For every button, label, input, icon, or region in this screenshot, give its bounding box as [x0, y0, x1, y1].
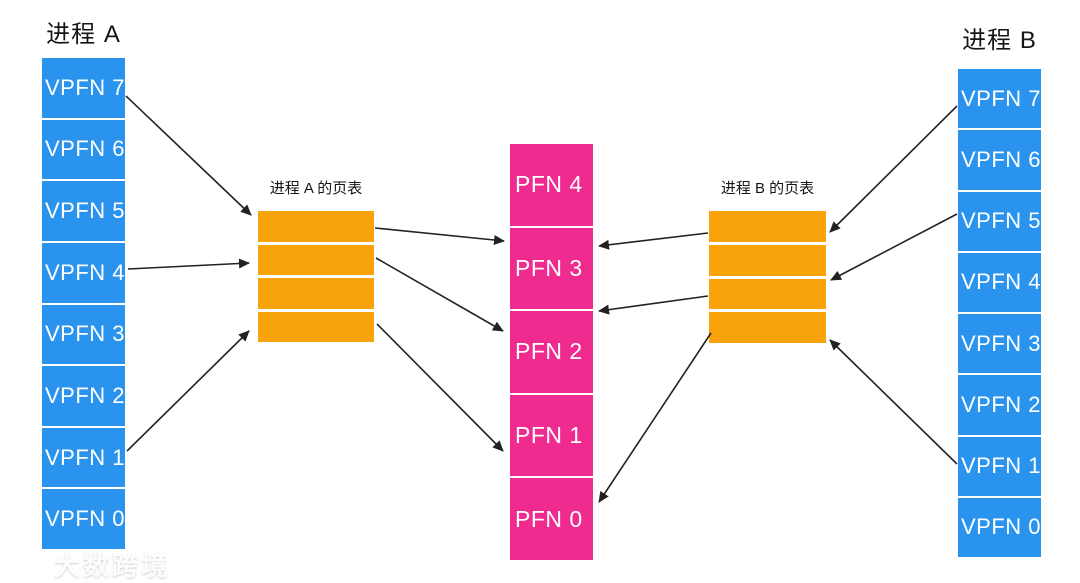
vpfn-cell: VPFN 3	[42, 304, 125, 365]
page-table-b	[709, 211, 826, 343]
page-table-b-label: 进程 B 的页表	[720, 180, 815, 197]
watermark-text: 大数跨境	[54, 551, 171, 581]
vpfn-cell: VPFN 5	[958, 191, 1041, 251]
process-b-title: 进程 B	[962, 27, 1037, 54]
arrow-b-vpfn1-to-table-b	[829, 339, 958, 465]
arrow-table-b-to-pfn2	[598, 295, 709, 315]
arrow-a-vpfn4-to-table-a	[127, 258, 250, 270]
page-table-row	[258, 244, 374, 275]
vpfn-cell: VPFN 6	[42, 119, 125, 180]
arrow-b-vpfn5-to-table-b	[830, 213, 958, 281]
page-table-row	[709, 278, 826, 310]
vpfn-cell: VPFN 3	[958, 314, 1041, 374]
vpfn-cell: VPFN 7	[42, 58, 125, 118]
pfn-cell: PFN 2	[510, 311, 593, 393]
page-table-a	[258, 211, 374, 342]
process-a-title: 进程 A	[46, 21, 121, 48]
vpfn-cell: VPFN 6	[958, 130, 1041, 190]
arrow-table-b-to-pfn0	[598, 332, 712, 503]
vpfn-cell: VPFN 1	[42, 427, 125, 488]
vpfn-cell: VPFN 4	[42, 242, 125, 303]
pfn-cell: PFN 0	[510, 478, 593, 560]
arrow-table-b-to-pfn3	[598, 232, 709, 250]
vpfn-cell: VPFN 0	[42, 489, 125, 549]
page-table-row	[258, 311, 374, 342]
arrow-a-vpfn7-to-table-a	[125, 95, 252, 216]
vpfn-cell: VPFN 2	[42, 366, 125, 426]
page-table-row	[709, 244, 826, 276]
vpfn-cell: VPFN 7	[958, 69, 1041, 129]
vpfn-cell: VPFN 5	[42, 181, 125, 241]
page-table-row	[709, 211, 826, 242]
pfn-cell: PFN 4	[510, 144, 593, 226]
arrow-b-vpfn7-to-table-b	[829, 105, 958, 233]
process-a-column: VPFN 7 VPFN 6 VPFN 5 VPFN 4 VPFN 3 VPFN …	[42, 58, 125, 549]
process-b-column: VPFN 7 VPFN 6 VPFN 5 VPFN 4 VPFN 3 VPFN …	[958, 69, 1041, 557]
vpfn-cell: VPFN 1	[958, 436, 1041, 496]
arrow-table-a-to-pfn3	[374, 227, 505, 245]
page-table-a-label: 进程 A 的页表	[269, 180, 363, 197]
pfn-cell: PFN 3	[510, 227, 593, 310]
arrow-table-a-to-pfn1	[376, 323, 504, 452]
vpfn-cell: VPFN 4	[958, 252, 1041, 312]
arrow-a-vpfn1-to-table-a	[126, 330, 250, 452]
physical-memory-column: PFN 4 PFN 3 PFN 2 PFN 1 PFN 0	[510, 144, 593, 560]
watermark: 大数跨境	[6, 546, 170, 583]
vpfn-cell: VPFN 2	[958, 375, 1041, 435]
page-table-row	[709, 312, 826, 343]
pfn-cell: PFN 1	[510, 394, 593, 477]
arrow-table-a-to-pfn2	[375, 257, 504, 332]
vpfn-cell: VPFN 0	[958, 497, 1041, 557]
watermark-logo	[8, 551, 48, 578]
page-table-row	[258, 211, 374, 242]
page-table-row	[258, 278, 374, 309]
